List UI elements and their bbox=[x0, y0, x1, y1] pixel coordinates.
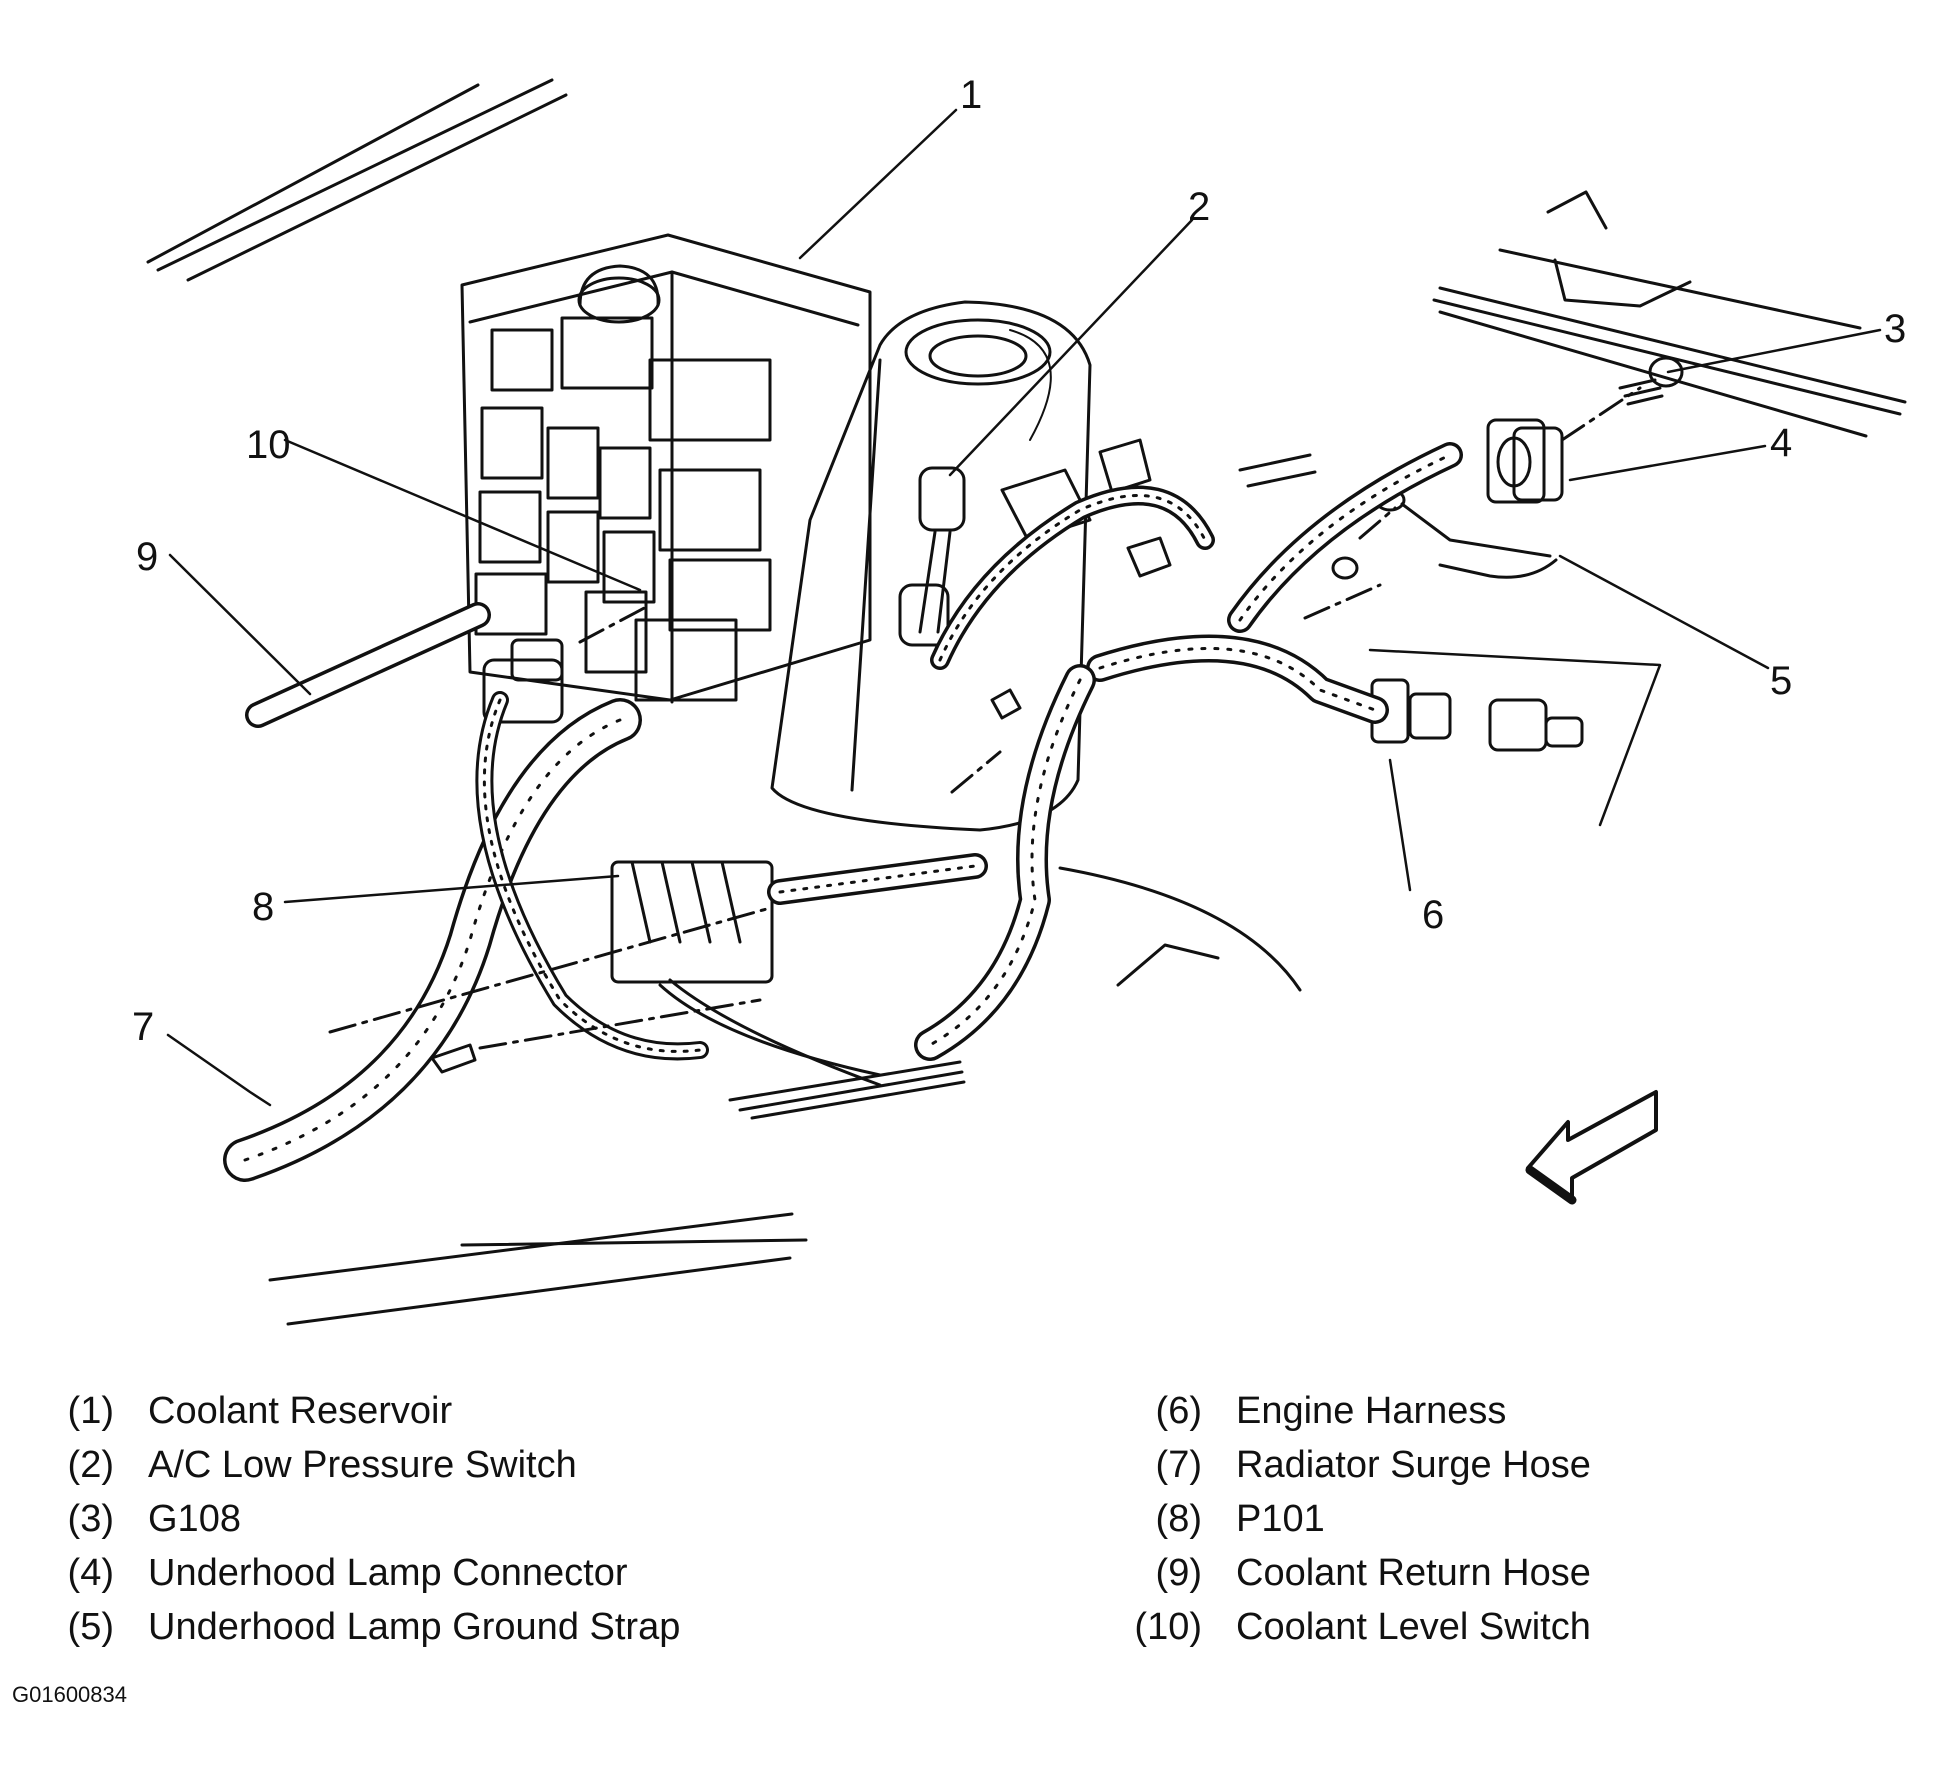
legend-number: (8) bbox=[1155, 1498, 1202, 1540]
legend-number: (10) bbox=[1134, 1606, 1202, 1648]
callout-8: 8 bbox=[252, 885, 274, 929]
assembly-lines bbox=[328, 386, 1642, 1050]
legend-description: Coolant Return Hose bbox=[1236, 1552, 1591, 1594]
arrow-shadow bbox=[1525, 1165, 1577, 1205]
callout-1: 1 bbox=[960, 73, 982, 117]
legend-description: A/C Low Pressure Switch bbox=[148, 1444, 577, 1486]
legend-item: (7) Radiator Surge Hose bbox=[1118, 1444, 1591, 1498]
legend-number: (9) bbox=[1155, 1552, 1202, 1594]
legend-item: (9) Coolant Return Hose bbox=[1118, 1552, 1591, 1606]
callout-6: 6 bbox=[1422, 893, 1444, 937]
callout-5: 5 bbox=[1770, 659, 1792, 703]
legend-number: (4) bbox=[67, 1552, 114, 1594]
legend-description: Underhood Lamp Ground Strap bbox=[148, 1606, 681, 1648]
legend-number: (6) bbox=[1155, 1390, 1202, 1432]
legend-item: (1) Coolant Reservoir bbox=[30, 1390, 680, 1444]
coolant-reservoir bbox=[770, 300, 1092, 832]
callout-9: 9 bbox=[136, 535, 158, 579]
legend-number: (2) bbox=[67, 1444, 114, 1486]
legend-item: (2) A/C Low Pressure Switch bbox=[30, 1444, 680, 1498]
components bbox=[430, 356, 1684, 1074]
legend-description: Radiator Surge Hose bbox=[1236, 1444, 1591, 1486]
callout-labels: 1 2 3 4 5 6 7 8 9 10 bbox=[132, 73, 1906, 1049]
legend-number: (7) bbox=[1155, 1444, 1202, 1486]
legend-right-column: (6) Engine Harness (7) Radiator Surge Ho… bbox=[1118, 1390, 1591, 1660]
legend-number: (5) bbox=[67, 1606, 114, 1648]
legend-description: Coolant Level Switch bbox=[1236, 1606, 1591, 1648]
callout-4: 4 bbox=[1770, 421, 1792, 465]
legend-item: (3) G108 bbox=[30, 1498, 680, 1552]
relay-block bbox=[460, 233, 872, 704]
legend-description: Underhood Lamp Connector bbox=[148, 1552, 628, 1594]
figure-id: G01600834 bbox=[12, 1682, 127, 1707]
legend-item: (8) P101 bbox=[1118, 1498, 1591, 1552]
callout-leaders bbox=[166, 108, 1882, 1107]
callout-10: 10 bbox=[246, 423, 291, 467]
legend-item: (10) Coolant Level Switch bbox=[1118, 1606, 1591, 1660]
legend-description: Coolant Reservoir bbox=[148, 1390, 453, 1432]
hoses-and-harness bbox=[223, 329, 1558, 1182]
legend-description: P101 bbox=[1236, 1498, 1325, 1540]
callout-3: 3 bbox=[1884, 307, 1906, 351]
legend-left-column: (1) Coolant Reservoir (2) A/C Low Pressu… bbox=[30, 1390, 681, 1660]
legend-item: (4) Underhood Lamp Connector bbox=[30, 1552, 680, 1606]
legend-item: (6) Engine Harness bbox=[1118, 1390, 1591, 1444]
callout-7: 7 bbox=[132, 1005, 154, 1049]
legend-number: (3) bbox=[67, 1498, 114, 1540]
engine-bay-illustration: 1 2 3 4 5 6 7 8 9 10 bbox=[132, 73, 1907, 1326]
callout-2: 2 bbox=[1188, 185, 1210, 229]
legend-item: (5) Underhood Lamp Ground Strap bbox=[30, 1606, 681, 1660]
legend-description: G108 bbox=[148, 1498, 241, 1540]
legend-number: (1) bbox=[67, 1390, 114, 1432]
legend-description: Engine Harness bbox=[1236, 1390, 1507, 1432]
